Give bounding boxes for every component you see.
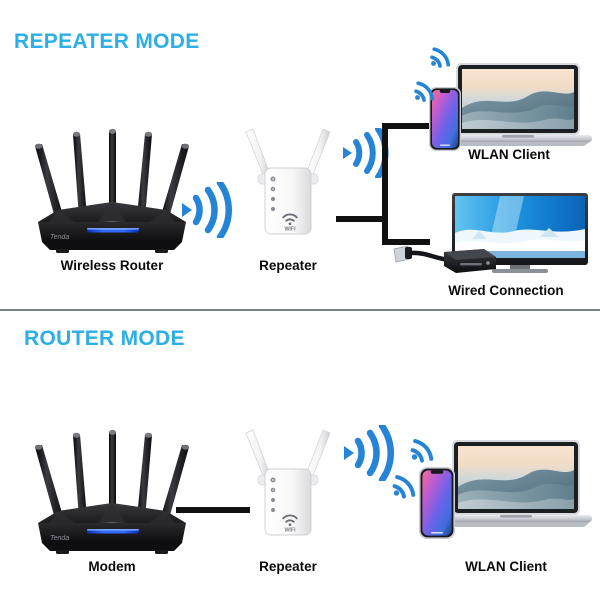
label-repeater-bottom: Repeater [259, 559, 317, 574]
svg-text:WIFI: WIFI [284, 528, 296, 534]
connection-line-to-wlan-client [382, 123, 438, 129]
wifi-repeater-icon: WIFI [240, 118, 336, 248]
svg-text:WIFI: WIFI [284, 227, 296, 233]
label-modem: Modem [88, 559, 136, 574]
section-repeater-mode: REPEATER MODE [14, 30, 592, 298]
wifi-signal-icon-repeater-to-client-router-mode [338, 425, 396, 481]
connection-line-vertical-bus [382, 123, 388, 245]
label-repeater-top: Repeater [259, 258, 317, 273]
smartphone-icon-router-mode [418, 466, 456, 540]
set-top-box-and-ethernet-cable-icon [392, 239, 502, 279]
label-wired-connection: Wired Connection [448, 283, 564, 298]
svg-text:Tenda: Tenda [50, 535, 69, 542]
section-router-mode: ROUTER MODE Tenda [0, 311, 600, 600]
connection-line-modem-to-repeater [176, 507, 250, 513]
svg-text:Tenda: Tenda [50, 234, 69, 241]
smartphone-icon-repeater-mode [428, 86, 462, 152]
section-divider [0, 309, 600, 311]
label-wlan-client-router-mode: WLAN Client [465, 559, 547, 574]
wifi-signal-icon-client-upper-router-mode [404, 435, 438, 469]
modem-icon: Tenda [24, 419, 200, 559]
connection-line-repeater-stub [336, 216, 388, 222]
label-wireless-router: Wireless Router [60, 258, 164, 273]
wireless-router-icon: Tenda [24, 118, 200, 258]
wifi-signal-icon-client-lower [408, 78, 438, 108]
connection-line-to-wired-connection [382, 239, 430, 245]
wifi-signal-icon-router-to-repeater [176, 182, 234, 238]
laptop-icon-repeater-mode [444, 62, 592, 148]
wifi-signal-icon-client-upper [424, 44, 454, 74]
wifi-repeater-icon-router-mode: WIFI [240, 419, 336, 549]
label-wlan-client-repeater-mode: WLAN Client [468, 147, 550, 162]
laptop-icon-router-mode [440, 439, 592, 529]
wifi-signal-icon-client-lower-router-mode [386, 471, 420, 505]
section-heading-router-mode: ROUTER MODE [24, 327, 185, 350]
television-icon [448, 193, 592, 275]
section-heading-repeater-mode: REPEATER MODE [14, 30, 200, 53]
